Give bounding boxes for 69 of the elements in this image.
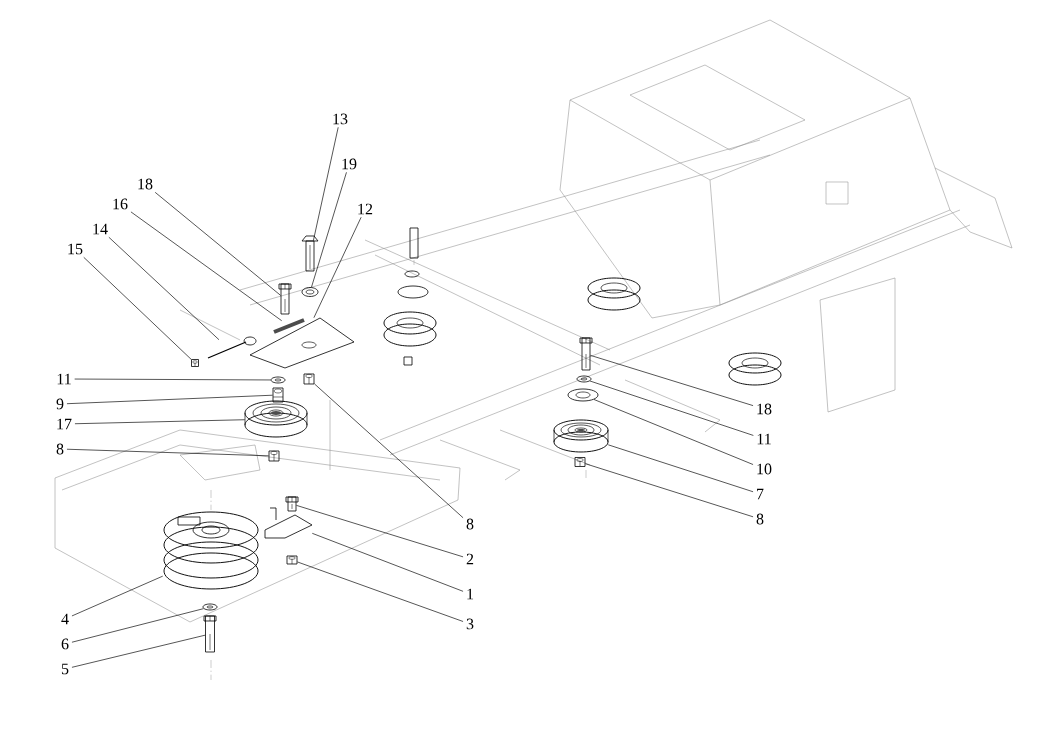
leader-line bbox=[585, 463, 754, 518]
pulley bbox=[244, 400, 308, 438]
washer bbox=[576, 375, 592, 383]
leader-line bbox=[313, 126, 339, 241]
leader-line bbox=[313, 216, 362, 319]
nut bbox=[286, 555, 298, 565]
callout-number: 18 bbox=[138, 178, 153, 190]
bolt bbox=[278, 283, 292, 315]
nut bbox=[191, 359, 199, 367]
leader-line bbox=[130, 211, 283, 322]
bolt bbox=[203, 615, 217, 653]
callout-number: 16 bbox=[113, 198, 128, 210]
leader-line bbox=[74, 378, 271, 381]
leader-line bbox=[311, 171, 347, 288]
callout-number: 11 bbox=[57, 373, 71, 385]
leader-line bbox=[590, 355, 754, 406]
leader-line bbox=[297, 561, 464, 622]
callout-number: 8 bbox=[466, 518, 474, 530]
leader-line bbox=[593, 399, 754, 465]
callout-number: 9 bbox=[56, 398, 64, 410]
leader-line bbox=[74, 419, 246, 425]
callout-number: 17 bbox=[57, 418, 72, 430]
leader-line bbox=[607, 444, 754, 493]
leader-line bbox=[311, 533, 464, 592]
callout-number: 1 bbox=[467, 588, 474, 600]
rod bbox=[207, 336, 257, 359]
nut bbox=[303, 373, 315, 385]
pulley bbox=[553, 419, 609, 453]
leader-line bbox=[108, 236, 220, 341]
plate bbox=[249, 317, 355, 369]
callout-number: 4 bbox=[61, 613, 69, 625]
callout-number: 15 bbox=[68, 243, 83, 255]
washer bbox=[202, 603, 218, 611]
callout-number: 18 bbox=[757, 403, 772, 415]
spacer bbox=[301, 287, 319, 297]
callout-number: 5 bbox=[61, 663, 69, 675]
bolt bbox=[301, 235, 319, 272]
leader-line bbox=[71, 608, 204, 643]
bolt bbox=[285, 496, 299, 512]
leader-line bbox=[66, 448, 269, 457]
leader-line bbox=[71, 634, 206, 668]
nut bbox=[268, 450, 280, 462]
clutch bbox=[163, 511, 259, 590]
callout-number: 11 bbox=[757, 433, 771, 445]
leader-line bbox=[314, 383, 464, 519]
callout-number: 19 bbox=[342, 158, 357, 170]
nut bbox=[574, 457, 586, 467]
spacer bbox=[567, 388, 599, 402]
leader-line bbox=[71, 575, 164, 617]
leader-line bbox=[66, 394, 273, 405]
callout-number: 7 bbox=[757, 488, 764, 500]
spring bbox=[273, 318, 305, 334]
callout-number: 3 bbox=[466, 618, 474, 630]
leader-line bbox=[296, 505, 464, 558]
callout-number: 2 bbox=[466, 553, 474, 565]
callout-number: 13 bbox=[333, 113, 348, 125]
bolt bbox=[579, 337, 593, 371]
leader-line bbox=[83, 256, 192, 360]
callout-number: 12 bbox=[358, 203, 373, 215]
callout-number: 14 bbox=[93, 223, 108, 235]
callout-number: 8 bbox=[56, 443, 64, 455]
washer bbox=[270, 376, 286, 384]
callout-number: 6 bbox=[61, 638, 69, 650]
leader-line bbox=[154, 192, 281, 296]
bracket bbox=[264, 507, 313, 539]
spacer bbox=[272, 387, 284, 403]
callout-number: 8 bbox=[756, 513, 764, 525]
leader-line bbox=[589, 380, 754, 436]
callout-number: 10 bbox=[757, 463, 772, 475]
